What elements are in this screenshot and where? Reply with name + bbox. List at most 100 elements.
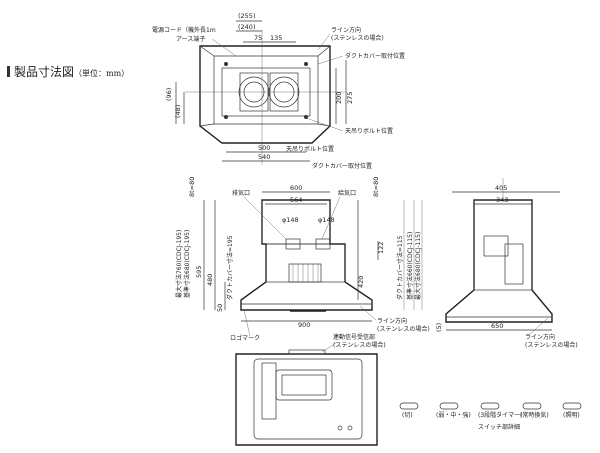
label-intake: 給気口 xyxy=(338,189,356,197)
bottom-filter-inner xyxy=(281,374,327,396)
leader-line-direction xyxy=(317,33,331,51)
leader-bolt-position xyxy=(305,117,344,132)
dim-80-left: 8t=80 xyxy=(188,177,196,197)
dim-595: 595 xyxy=(195,266,203,278)
bottom-left-module xyxy=(261,362,277,420)
dim-420: 420 xyxy=(357,276,365,288)
switch-ventilation-button xyxy=(522,402,542,410)
dim-75: 75 xyxy=(254,34,262,42)
label-line-direction-sub: (ステンレスの場合) xyxy=(331,34,384,42)
bottom-view-outline xyxy=(235,353,378,446)
dim-564: 564 xyxy=(290,196,302,204)
label-line-direction-side-sub: (ステンレスの場合) xyxy=(525,341,578,349)
top-view-outline xyxy=(199,45,331,144)
dim-50: 50 xyxy=(216,304,224,312)
page-title: 製品寸法図（単位：mm） xyxy=(7,63,129,80)
dim-540: 540 xyxy=(258,153,270,161)
front-fan-right xyxy=(315,238,331,250)
dim-200: 200 xyxy=(335,92,343,104)
title-bar-mark xyxy=(7,66,10,77)
dim-275: 275 xyxy=(346,92,354,104)
label-bolt-position-2: 天吊りボルト位置 xyxy=(286,145,334,153)
label-signal-sub: (ステンレスの場合) xyxy=(333,341,386,349)
leader-logo xyxy=(243,309,251,337)
front-view-outline xyxy=(240,199,373,311)
dim-122: 122 xyxy=(377,242,385,254)
leader-line-direction-side xyxy=(529,317,549,335)
title-main: 製品寸法図 xyxy=(14,65,75,79)
bottom-view: 連動信号受信部 (ステンレスの場合) xyxy=(235,333,386,446)
leader-signal xyxy=(321,342,337,353)
dim-135: 135 xyxy=(270,34,282,42)
label-duct-right: ダクトカバー寸法=115 xyxy=(396,235,404,300)
bolt-hole-3 xyxy=(224,62,228,66)
side-box xyxy=(504,243,524,285)
dim-phi148-right: φ148 xyxy=(318,216,335,224)
title-unit: （単位：mm） xyxy=(74,69,130,78)
dim-900: 900 xyxy=(298,321,310,329)
dim-240: (240) xyxy=(238,23,255,31)
dim-343: 343 xyxy=(496,196,508,204)
front-view: 600 564 φ148 φ148 排気口 給気口 122 420 900 50… xyxy=(175,177,430,342)
leader-earth xyxy=(211,38,237,57)
dim-500: 500 xyxy=(258,144,270,152)
dim-96: (96) xyxy=(165,88,173,101)
label-duct-left: ダクトカバー寸法=195 xyxy=(226,235,234,300)
dim-405: 405 xyxy=(495,184,507,192)
leader-line-direction-front xyxy=(359,305,377,321)
dim-480: 480 xyxy=(206,274,214,286)
label-signal-receiver: 連動信号受信部 xyxy=(333,333,375,341)
label-logo-mark: ロゴマーク xyxy=(230,334,260,342)
bottom-switch-strip xyxy=(288,349,326,355)
bolt-hole-4 xyxy=(304,62,308,66)
label-duct-cover-position: ダクトカバー取付位置 xyxy=(345,52,405,60)
side-view-outline xyxy=(445,199,553,323)
switch-timer-button xyxy=(480,402,500,410)
dim-5: (5) xyxy=(435,323,443,332)
dim-phi148-left: φ148 xyxy=(282,216,299,224)
top-view-chamfer-lines xyxy=(199,45,331,127)
label-line-direction-side: ライン方向 xyxy=(525,333,555,341)
label-line-direction: ライン方向 xyxy=(331,26,361,34)
bottom-filter-panel xyxy=(253,358,363,440)
label-line-direction-front: ライン方向 xyxy=(377,317,407,325)
label-max-left: 最大寸法760(CDCJ-195) xyxy=(175,230,183,298)
bolt-hole-1 xyxy=(224,115,228,119)
switch-off-button xyxy=(399,402,419,410)
label-exhaust: 排気口 xyxy=(232,189,250,197)
switch-light-button xyxy=(562,402,582,410)
side-motor xyxy=(483,235,509,257)
switch-label-timer: (3段階タイマー) xyxy=(478,411,523,419)
label-std-left: 基準寸法680(CDCJ-195) xyxy=(183,230,191,298)
switch-label-fan: (弱・中・強) xyxy=(436,411,471,419)
dim-80-right: 8t=80 xyxy=(372,177,380,197)
dim-48: (48) xyxy=(174,105,182,118)
dim-650: 650 xyxy=(491,322,503,330)
bottom-grease-filter xyxy=(275,369,333,401)
label-max-right: 最大寸法680(CDCJ-115) xyxy=(414,232,422,300)
label-earth-terminal: アース端子 xyxy=(176,35,205,43)
dim-600: 600 xyxy=(290,184,302,192)
bottom-light-1 xyxy=(337,425,343,431)
bolt-hole-2 xyxy=(304,115,308,119)
front-body xyxy=(265,243,346,283)
dim-255: (255) xyxy=(238,12,255,20)
switch-fan-button xyxy=(439,402,459,410)
front-grille xyxy=(288,263,322,283)
leader-exhaust xyxy=(243,196,287,240)
top-view-inner-box xyxy=(213,55,319,125)
label-line-direction-front-sub: (ステンレスの場合) xyxy=(377,325,430,333)
label-power-cord: 電源コード（機外長1m xyxy=(152,26,216,34)
switch-detail: (切) (弱・中・強) (3段階タイマー) (常時換気) (照明) スイッチ部詳… xyxy=(399,402,582,431)
label-duct-cover-position-2: ダクトカバー取付位置 xyxy=(312,162,372,170)
leader-duct-cover xyxy=(317,55,344,65)
leader-intake xyxy=(321,196,341,240)
bottom-light-2 xyxy=(347,425,353,431)
switch-detail-caption: スイッチ部詳細 xyxy=(478,423,520,431)
side-view: 405 343 650 (5) ライン方向 (ステンレスの場合) xyxy=(435,178,578,349)
front-fan-left xyxy=(285,238,301,250)
top-view: (255) (240) 75 135 電源コード（機外長1m アース端子 ライン… xyxy=(152,12,405,170)
switch-label-ventilation: (常時換気) xyxy=(520,411,549,419)
switch-label-light: (照明) xyxy=(563,412,580,419)
